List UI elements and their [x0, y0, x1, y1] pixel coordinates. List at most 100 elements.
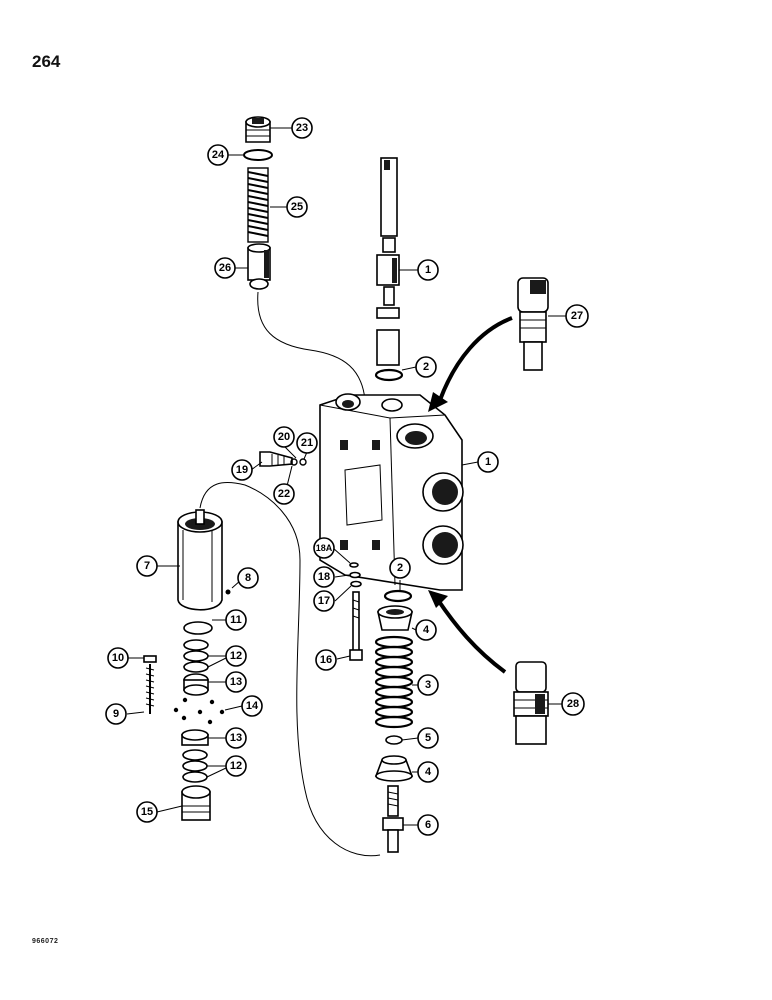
assembly-path-line — [257, 291, 366, 401]
svg-text:12: 12 — [230, 650, 242, 662]
callout-17: 17 — [313, 590, 335, 612]
callout-20: 20 — [273, 426, 295, 448]
svg-text:3: 3 — [425, 679, 431, 691]
callout-11: 11 — [225, 609, 247, 631]
callout-10: 10 — [107, 647, 129, 669]
svg-text:1: 1 — [425, 264, 431, 276]
svg-text:26: 26 — [219, 262, 231, 274]
svg-text:15: 15 — [141, 806, 153, 818]
seat-4-upper — [377, 605, 413, 631]
callout-18: 18 — [313, 566, 335, 588]
svg-text:9: 9 — [113, 708, 119, 720]
screw-9 — [143, 655, 157, 714]
plug-23 — [245, 116, 271, 143]
callout-4-lower: 4 — [417, 761, 439, 783]
svg-text:4: 4 — [425, 766, 432, 778]
callout-23: 23 — [291, 117, 313, 139]
svg-text:12: 12 — [230, 760, 242, 772]
callout-5: 5 — [417, 727, 439, 749]
washer-5 — [385, 735, 403, 745]
svg-text:25: 25 — [291, 201, 303, 213]
svg-text:14: 14 — [246, 700, 259, 712]
callout-19: 19 — [231, 459, 253, 481]
svg-text:4: 4 — [423, 624, 430, 636]
seat-4-lower — [374, 755, 414, 782]
bolt-16 — [349, 591, 363, 661]
spring-3 — [374, 635, 414, 729]
arrow-27 — [438, 316, 513, 401]
stack-lower — [181, 729, 211, 821]
washer-20 — [290, 458, 298, 466]
callout-16: 16 — [315, 649, 337, 671]
piston-26 — [247, 243, 271, 290]
svg-text:13: 13 — [230, 732, 242, 744]
callout-21: 21 — [296, 432, 318, 454]
svg-text:1: 1 — [485, 456, 491, 468]
svg-text:21: 21 — [301, 437, 313, 449]
svg-text:27: 27 — [571, 310, 583, 322]
assembly-path-line-2 — [199, 482, 381, 857]
callout-1-spool: 1 — [417, 259, 439, 281]
callout-26: 26 — [214, 257, 236, 279]
callout-7: 7 — [136, 555, 158, 577]
callout-1-body: 1 — [477, 451, 499, 473]
stack-upper — [183, 621, 213, 696]
svg-text:18A: 18A — [316, 543, 333, 553]
svg-text:17: 17 — [318, 595, 330, 607]
ball-8 — [225, 589, 231, 595]
svg-text:10: 10 — [112, 652, 124, 664]
callout-3: 3 — [417, 674, 439, 696]
svg-text:20: 20 — [278, 431, 290, 443]
plug-19 — [259, 451, 293, 467]
svg-text:22: 22 — [278, 488, 290, 500]
cartridge-28 — [513, 661, 549, 745]
callout-27: 27 — [565, 304, 589, 328]
callout-4-upper: 4 — [415, 619, 437, 641]
callout-2-lower: 2 — [389, 557, 411, 579]
svg-text:6: 6 — [425, 819, 431, 831]
o-ring-21 — [299, 458, 307, 466]
callout-13-lower: 13 — [225, 727, 247, 749]
housing-7 — [177, 509, 223, 611]
valve-body-1 — [319, 393, 464, 591]
callout-14: 14 — [241, 695, 263, 717]
callout-15: 15 — [136, 801, 158, 823]
svg-text:23: 23 — [296, 122, 308, 134]
callout-12-lower: 12 — [225, 755, 247, 777]
balls-14 — [173, 697, 225, 725]
figure-code: 966072 — [32, 938, 59, 945]
svg-text:24: 24 — [212, 149, 225, 161]
o-ring-18 — [349, 571, 361, 579]
callout-13-upper: 13 — [225, 671, 247, 693]
o-ring-17 — [350, 580, 362, 588]
o-ring-2-upper — [374, 368, 404, 382]
arrow-28 — [436, 598, 507, 674]
svg-text:28: 28 — [567, 698, 579, 710]
o-ring-18a — [349, 562, 359, 568]
callout-18a: 18A — [313, 537, 335, 559]
svg-text:2: 2 — [397, 562, 403, 574]
svg-text:7: 7 — [144, 560, 150, 572]
spring-25 — [247, 167, 269, 243]
spool-1 — [376, 157, 400, 366]
callout-22: 22 — [273, 483, 295, 505]
svg-text:19: 19 — [236, 464, 248, 476]
svg-text:5: 5 — [425, 732, 431, 744]
svg-text:18: 18 — [318, 571, 330, 583]
svg-text:2: 2 — [423, 361, 429, 373]
callout-12-upper: 12 — [225, 645, 247, 667]
callout-9: 9 — [105, 703, 127, 725]
svg-text:16: 16 — [320, 654, 332, 666]
cartridge-27 — [517, 277, 549, 371]
callout-28: 28 — [561, 692, 585, 716]
bolt-6 — [382, 785, 404, 853]
svg-text:11: 11 — [230, 614, 242, 626]
svg-text:13: 13 — [230, 676, 242, 688]
svg-text:8: 8 — [245, 572, 251, 584]
callout-6: 6 — [417, 814, 439, 836]
callout-24: 24 — [207, 144, 229, 166]
page-number: 264 — [32, 52, 61, 71]
callout-2-upper: 2 — [415, 356, 437, 378]
